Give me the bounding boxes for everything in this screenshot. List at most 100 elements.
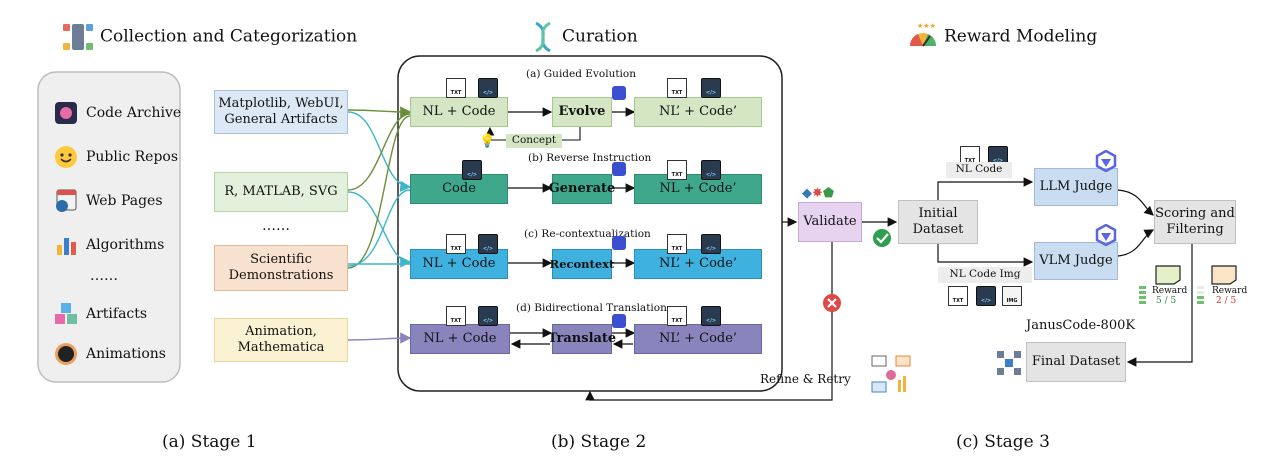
icon-tag: TXT	[671, 172, 683, 178]
nl-code-label: NL Code	[946, 162, 1012, 178]
stage3-header: ★★★ Reward Modeling	[906, 20, 1097, 54]
shield-icon: ⬟	[822, 186, 835, 201]
icon-tag: </>	[705, 246, 717, 252]
stage-label-1: (a) Stage 1	[162, 432, 257, 452]
source-label: Artifacts	[86, 306, 148, 322]
pipeline-c-input: NL + Code	[410, 249, 508, 279]
text-file-icon: TXT	[446, 234, 466, 254]
code-window-icon: </>	[462, 160, 482, 180]
reward-high-value: 5 / 5	[1156, 296, 1177, 306]
dna-icon	[535, 21, 551, 53]
source-label: ……	[90, 268, 118, 284]
connector-cat1-b	[347, 111, 412, 192]
pipeline-b-output: NL + Code’	[634, 174, 762, 204]
openai-logo-icon	[612, 236, 626, 250]
icon-tag: IMG	[1006, 298, 1018, 304]
cross-icon	[823, 294, 841, 312]
source-web-pages: Web Pages	[54, 189, 163, 213]
llm-judge-box: LLM Judge	[1034, 168, 1118, 206]
pipeline-d-op: Translate	[548, 324, 616, 354]
pipeline-d-input: NL + Code	[410, 324, 510, 354]
pipeline-c-output: NL’ + Code’	[634, 249, 762, 279]
image-file-icon: IMG	[1002, 286, 1022, 306]
icon-tag: TXT	[671, 318, 683, 324]
connector-cat2-b	[347, 191, 412, 268]
icon-tag: TXT	[964, 158, 976, 164]
pipeline-d-output: NL’ + Code’	[634, 324, 762, 354]
icon-tag: TXT	[450, 318, 462, 324]
icon-tag: TXT	[450, 246, 462, 252]
validate-tool-icons: ◆✸⬟	[802, 186, 834, 201]
stage3-header-text: Reward Modeling	[944, 26, 1098, 47]
stage2-header: Curation	[528, 20, 638, 54]
code-window-icon: </>	[976, 286, 996, 306]
icon-tag: </>	[992, 158, 1004, 164]
connector-cat4-a	[347, 115, 411, 269]
icon-tag: </>	[705, 172, 717, 178]
text-file-icon: TXT	[667, 306, 687, 326]
code-window-icon: </>	[478, 306, 498, 326]
source-code-archive: Code Archive	[54, 101, 181, 125]
icon-tag: </>	[705, 90, 717, 96]
reward-low-value: 2 / 5	[1216, 296, 1237, 306]
text-file-icon: TXT	[446, 306, 466, 326]
icon-tag: </>	[705, 318, 717, 324]
server-network-icon	[63, 24, 93, 50]
connector-cat5	[347, 332, 412, 344]
text-file-icon: TXT	[667, 160, 687, 180]
concept-label: Concept	[506, 134, 562, 148]
icon-tag: TXT	[671, 90, 683, 96]
connector-cat2-a	[347, 113, 411, 191]
stage1-header: Collection and Categorization	[60, 20, 357, 54]
reward-bar-high-icon	[1139, 286, 1146, 304]
code-window-icon: </>	[701, 306, 721, 326]
hugging-face-icon	[55, 146, 77, 168]
refine-label: Refine & Retry	[760, 372, 851, 386]
code-window-icon: </>	[478, 78, 498, 98]
pipeline-b-title: (b) Reverse Instruction	[528, 152, 652, 164]
source-label: Code Archive	[86, 105, 182, 121]
text-file-icon: TXT	[948, 286, 968, 306]
pipeline-a-input: NL + Code	[410, 97, 508, 127]
dataset-network-icon	[997, 351, 1021, 375]
pipeline-c-title: (c) Re-contextualization	[524, 228, 651, 240]
bulb-icon: 💡	[479, 134, 496, 149]
source-algorithms: Algorithms	[54, 233, 164, 257]
text-file-icon: TXT	[446, 78, 466, 98]
bar-chart-icon	[57, 238, 76, 255]
code-archive-icon	[55, 102, 77, 124]
openai-logo-icon	[612, 314, 626, 328]
text-file-icon: TXT	[667, 234, 687, 254]
reward-card-icon	[1155, 265, 1181, 285]
source-ellipsis: ……	[90, 268, 118, 284]
stage-label-3: (c) Stage 3	[956, 432, 1050, 452]
source-animations: Animations	[54, 342, 166, 366]
reward-card-icon	[1211, 265, 1237, 285]
reward-low-label: Reward	[1212, 286, 1248, 296]
pipeline-d-title: (d) Bidirectional Translation	[516, 302, 667, 314]
source-label: Web Pages	[86, 193, 163, 209]
icon-tag: </>	[482, 90, 494, 96]
category-r-matlab: R, MATLAB, SVG	[214, 172, 348, 212]
janus-label: JanusCode-800K	[1026, 318, 1136, 333]
code-window-icon: </>	[478, 234, 498, 254]
svg-text:★★★: ★★★	[917, 22, 936, 30]
icon-tag: </>	[980, 298, 992, 304]
stage1-header-text: Collection and Categorization	[100, 26, 358, 47]
gauge-icon: ★★★	[910, 22, 936, 47]
connector-cat1-a	[347, 106, 412, 118]
pipeline-a-output: NL’ + Code’	[634, 97, 762, 127]
model-logo-icon	[1095, 150, 1117, 172]
connector-cat4-b	[347, 189, 411, 267]
openai-logo-icon	[612, 86, 626, 100]
python-icon: ◆	[802, 186, 812, 201]
pipeline-b-op: Generate	[549, 174, 615, 204]
refine-process-icon	[871, 355, 911, 393]
pipeline-a-op: Evolve	[552, 97, 612, 127]
black-hole-icon	[55, 343, 77, 365]
source-artifacts: Artifacts	[54, 302, 147, 326]
source-label: Animations	[86, 346, 166, 362]
pipeline-b-input: Code	[410, 174, 508, 204]
web-page-icon	[56, 189, 77, 212]
icon-tag: </>	[466, 172, 478, 178]
